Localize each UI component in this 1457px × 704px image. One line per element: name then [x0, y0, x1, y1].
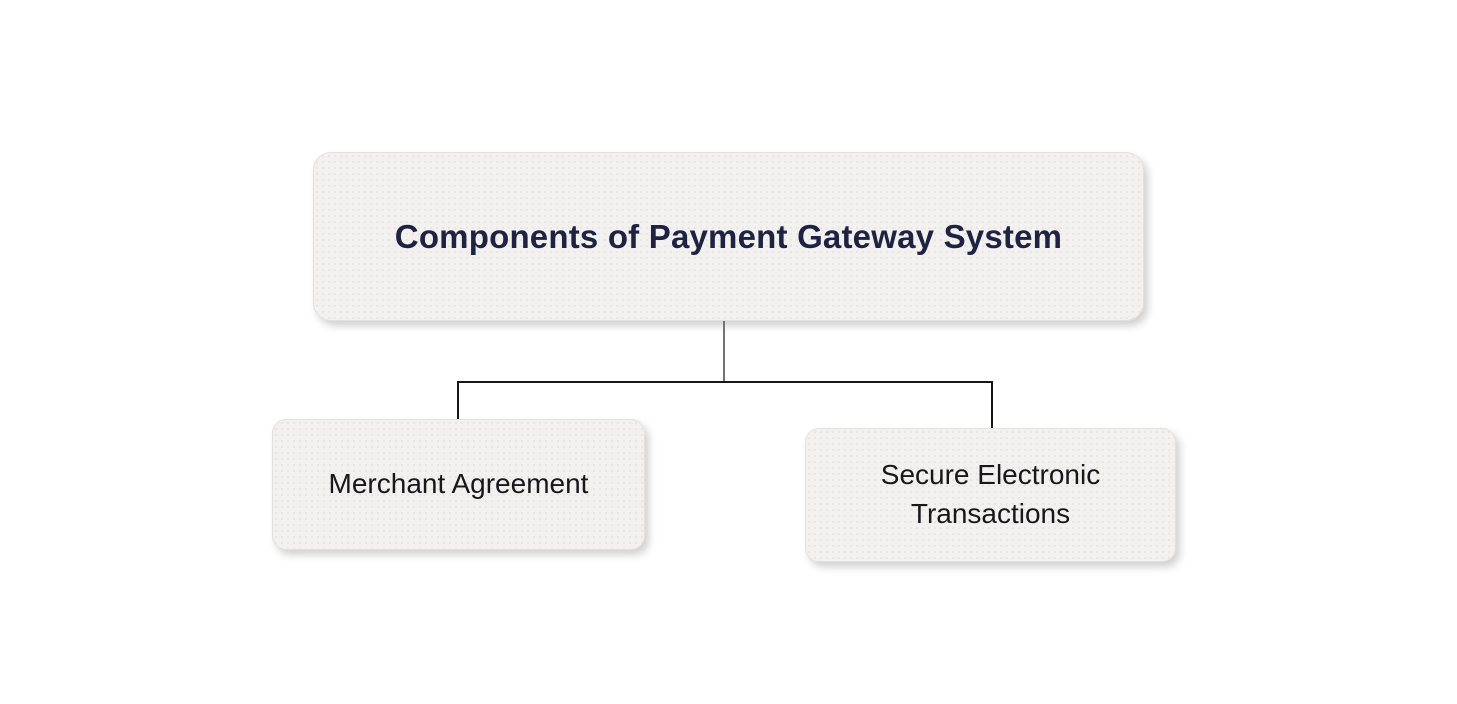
child-node-label: Merchant Agreement [328, 468, 589, 500]
child-node-merchant-agreement[interactable]: Merchant Agreement [272, 419, 645, 550]
connector-drop-to-secure-electronic-transactions [991, 381, 993, 428]
connector-drop-to-merchant-agreement [457, 381, 459, 419]
root-node-label: Components of Payment Gateway System [394, 217, 1063, 255]
child-node-secure-electronic-transactions[interactable]: Secure Electronic Transactions [805, 428, 1176, 562]
connector-horizontal-bar [457, 381, 993, 383]
root-node-components-of-payment-gateway-system[interactable]: Components of Payment Gateway System [313, 152, 1144, 321]
child-node-label: Secure Electronic Transactions [880, 459, 1101, 529]
connector-root-stem [723, 321, 725, 382]
